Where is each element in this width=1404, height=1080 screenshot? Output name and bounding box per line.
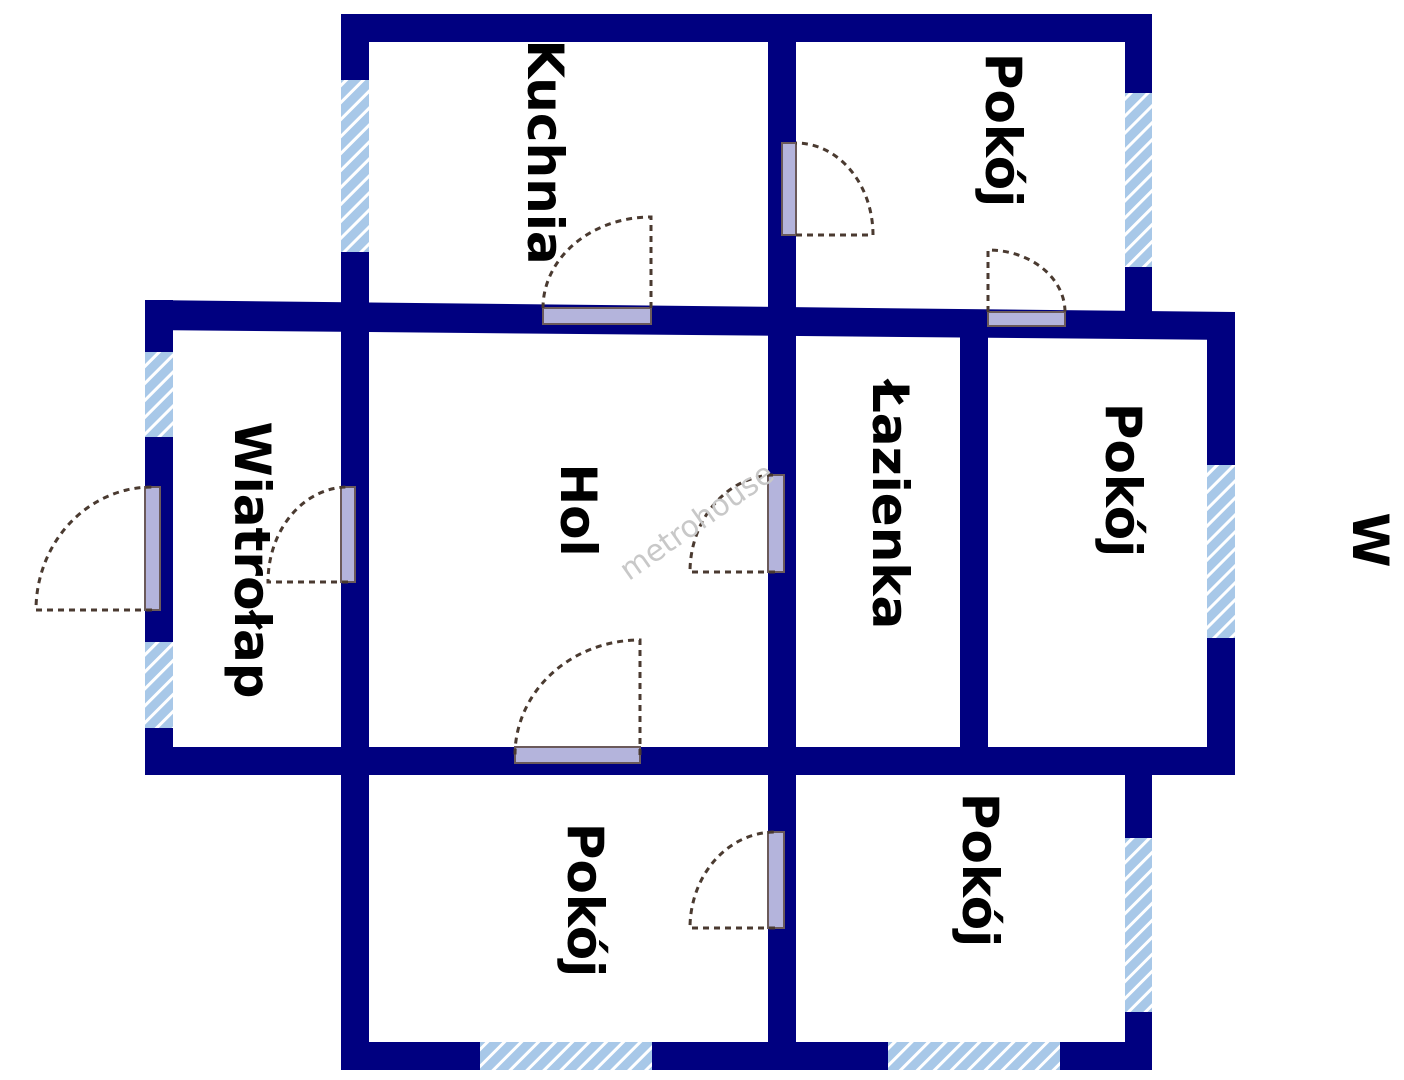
room-label-hall: Hol [549,463,607,556]
window [1125,93,1152,267]
window [888,1042,1060,1070]
window [1125,838,1152,1012]
door-entrance [34,485,161,612]
door-room-top-right [781,141,875,237]
window [480,1042,652,1070]
windows [145,80,1235,1070]
room-label-room-top-right: Pokój [974,53,1032,207]
room-label-room-middle-right: Pokój [1094,403,1152,557]
room-label-bathroom: Łazienka [861,378,919,630]
door-room-middle-right [986,248,1067,327]
door-room-bottom-left [688,830,785,930]
window [1207,465,1235,638]
doors [34,141,1067,930]
door-hall-bottom [513,638,642,764]
room-label-room-bottom-right: Pokój [951,793,1009,947]
room-label-vestibule: Wiatrołap [223,421,281,698]
door-kitchen [541,215,653,325]
window [145,352,173,437]
window [145,642,173,728]
watermark: metrohouse [613,456,780,588]
room-label-kitchen: Kuchnia [516,39,574,264]
door-vestibule-hall [266,485,356,584]
compass-label: W [1341,512,1399,567]
room-label-room-bottom-left: Pokój [556,823,614,977]
door-bathroom [688,473,785,574]
window [341,80,369,252]
